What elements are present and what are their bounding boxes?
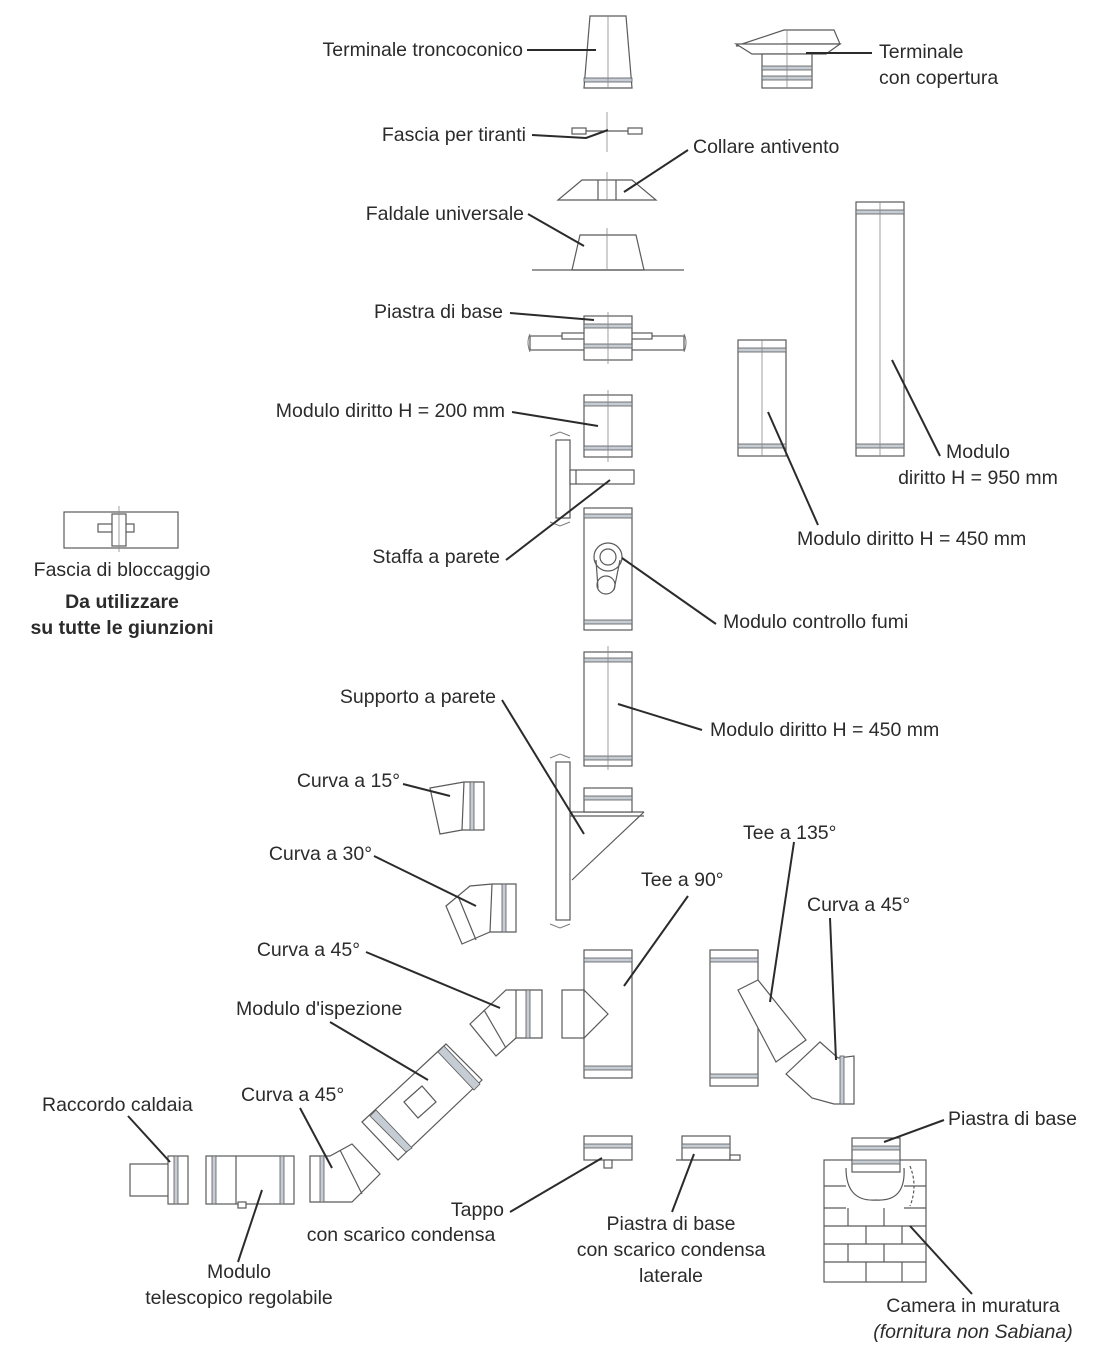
fascia-tiranti-part: [571, 112, 643, 152]
label-fascia-bloccaggio: Fascia di bloccaggio: [33, 559, 211, 581]
label-modulo-controllo-fumi: Modulo controllo fumi: [723, 611, 909, 633]
tappo-part: [583, 1135, 633, 1169]
label-modulo-telescopico-line1: Modulo: [207, 1261, 271, 1283]
modulo-controllo-fumi-part: [583, 507, 633, 631]
label-camera-muratura-line1: Camera in muratura: [886, 1295, 1060, 1317]
label-da-utilizzare-line1: Da utilizzare: [65, 591, 179, 613]
modulo-950-part: [855, 201, 905, 457]
tee-135-part: [709, 949, 807, 1087]
label-tappo-line2: con scarico condensa: [306, 1224, 496, 1246]
label-camera-muratura-line2: (fornitura non Sabiana): [873, 1321, 1073, 1343]
label-tappo-line1: Tappo: [450, 1199, 504, 1221]
label-fascia-tiranti: Fascia per tiranti: [381, 124, 526, 146]
label-faldale-universale: Faldale universale: [365, 203, 524, 225]
label-modulo-950-line1: Modulo: [946, 441, 1010, 463]
fascia-bloccaggio-part: [63, 506, 179, 552]
label-terminale-copertura-line1: Terminale: [879, 41, 964, 63]
label-terminale-copertura-line2: con copertura: [879, 67, 999, 89]
curva-15-part: [429, 781, 485, 835]
piastra-base-top-part: [527, 312, 687, 364]
label-supporto-parete: Supporto a parete: [339, 686, 496, 708]
piastra-laterale-part: [676, 1135, 741, 1161]
label-modulo-telescopico-line2: telescopico regolabile: [145, 1287, 333, 1309]
label-da-utilizzare-line2: su tutte le giunzioni: [30, 617, 214, 639]
collare-antivento-part: [556, 172, 658, 201]
label-piastra-base-right: Piastra di base: [948, 1108, 1077, 1130]
label-collare-antivento: Collare antivento: [693, 136, 840, 158]
label-staffa-parete: Staffa a parete: [372, 546, 500, 568]
label-curva-45-mid: Curva a 45°: [256, 939, 360, 961]
label-raccordo-caldaia: Raccordo caldaia: [42, 1094, 193, 1116]
staffa-parete-part: [549, 431, 635, 527]
modulo-telescopico-part: [205, 1155, 295, 1209]
raccordo-caldaia-part: [129, 1155, 189, 1205]
label-modulo-950-line2: diritto H = 950 mm: [898, 467, 1058, 489]
label-modulo-200: Modulo diritto H = 200 mm: [275, 400, 505, 422]
label-piastra-base-top: Piastra di base: [374, 301, 503, 323]
curva-45-right-part: [785, 1041, 855, 1105]
label-curva-15: Curva a 15°: [296, 770, 400, 792]
terminale-copertura-part: [733, 29, 842, 89]
label-tee-90: Tee a 90°: [641, 869, 724, 891]
camera-muratura-part: [823, 1137, 927, 1283]
label-terminale-troncoconico: Terminale troncoconico: [322, 39, 523, 61]
label-modulo-450-right: Modulo diritto H = 450 mm: [797, 528, 1027, 550]
label-curva-30: Curva a 30°: [268, 843, 372, 865]
label-piastra-laterale-line1: Piastra di base: [606, 1213, 736, 1235]
modulo-450-center-part: [583, 646, 633, 770]
curva-45-mid-part: [469, 989, 543, 1057]
faldale-universale-part: [532, 228, 684, 271]
label-modulo-450-center: Modulo diritto H = 450 mm: [710, 719, 940, 741]
label-tee-135: Tee a 135°: [743, 822, 837, 844]
label-piastra-laterale-line3: laterale: [639, 1265, 703, 1287]
label-curva-45-low: Curva a 45°: [241, 1084, 345, 1106]
terminale-troncoconico-part: [583, 15, 633, 89]
label-curva-45-right: Curva a 45°: [807, 894, 911, 916]
tee-90-part: [561, 949, 633, 1079]
label-modulo-ispezione: Modulo d'ispezione: [236, 998, 403, 1020]
modulo-ispezione-part: [361, 1043, 483, 1161]
curva-30-part: [445, 883, 517, 945]
label-piastra-laterale-line2: con scarico condensa: [576, 1239, 766, 1261]
curva-45-low-part: [309, 1143, 381, 1203]
modulo-200-part: [583, 390, 633, 462]
leader-lines: [127, 49, 973, 1295]
supporto-parete-part: [549, 753, 645, 929]
